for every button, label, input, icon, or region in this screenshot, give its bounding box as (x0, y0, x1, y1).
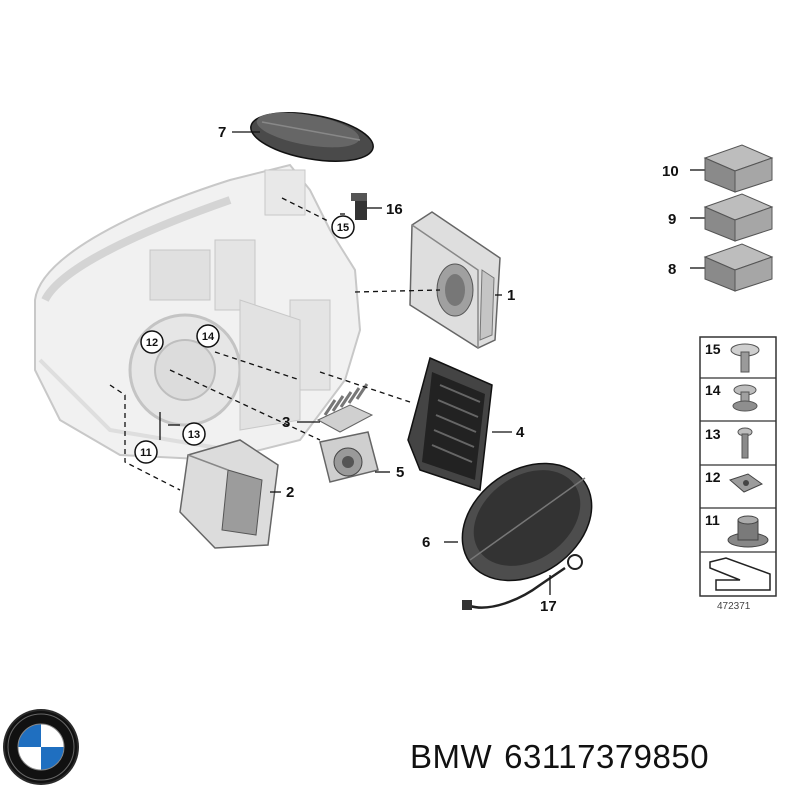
panel-label-15: 15 (705, 341, 721, 357)
screw-14-icon (732, 384, 758, 412)
headlight-housing (34, 163, 362, 462)
circled-15-ring (331, 215, 355, 239)
callout-7: 7 (218, 124, 226, 141)
carton-8 (703, 243, 774, 292)
part-caption: BMW 63117379850 (410, 738, 795, 788)
grommet-11-icon (727, 515, 769, 548)
callout-10: 10 (662, 163, 679, 180)
brand-name: BMW (410, 738, 493, 775)
diagram-id: 472371 (717, 601, 751, 612)
part-3-heat-sink (316, 383, 374, 433)
circled-13-ring (182, 422, 206, 446)
callout-17: 17 (540, 598, 557, 615)
leader-lines (109, 131, 705, 595)
callout-numbers: 7 16 1 4 3 5 2 6 17 10 9 8 (218, 124, 679, 615)
circled-14-ring (196, 324, 220, 348)
callout-2: 2 (286, 484, 294, 501)
callout-1: 1 (507, 287, 515, 304)
circled-13: 13 (188, 429, 200, 441)
bmw-roundel-logo (3, 709, 79, 785)
carton-9 (703, 193, 774, 242)
part-2-air-duct (179, 439, 279, 549)
part-7-cover-cap (250, 112, 374, 162)
callout-9: 9 (668, 211, 676, 228)
screw-15-icon (730, 343, 760, 373)
circled-12-ring (140, 330, 164, 354)
part-17-cable (462, 554, 583, 610)
panel-label-13: 13 (705, 426, 721, 442)
screw-13-icon (737, 427, 753, 459)
panel-label-14: 14 (705, 382, 721, 398)
panel-label-11: 11 (705, 512, 720, 528)
callout-8: 8 (668, 261, 676, 278)
callout-6: 6 (422, 534, 430, 551)
part-6-rear-cover (461, 462, 593, 582)
part-5-blower (319, 431, 379, 483)
part-1-control-unit (409, 211, 501, 349)
cutout-arrow-icon (709, 557, 771, 591)
parts-cartons (703, 144, 774, 292)
circled-11-ring (134, 440, 158, 464)
part-4-cooling-frame (407, 356, 493, 492)
circled-12: 12 (146, 337, 158, 349)
circled-15: 15 (337, 222, 349, 234)
circled-14: 14 (202, 331, 215, 343)
callout-4: 4 (516, 424, 525, 441)
part-number: 63117379850 (504, 738, 710, 775)
clip-nut-12-icon (729, 473, 764, 493)
panel-label-12: 12 (705, 469, 721, 485)
callout-16: 16 (386, 201, 403, 218)
fastener-panel: 15 14 13 12 11 472371 (699, 336, 777, 612)
carton-10 (703, 144, 774, 193)
callout-3: 3 (282, 414, 290, 431)
circled-11: 11 (140, 447, 152, 459)
circled-callouts: 15 12 14 13 11 (134, 215, 355, 464)
callout-5: 5 (396, 464, 404, 481)
part-16-connector (351, 193, 367, 220)
